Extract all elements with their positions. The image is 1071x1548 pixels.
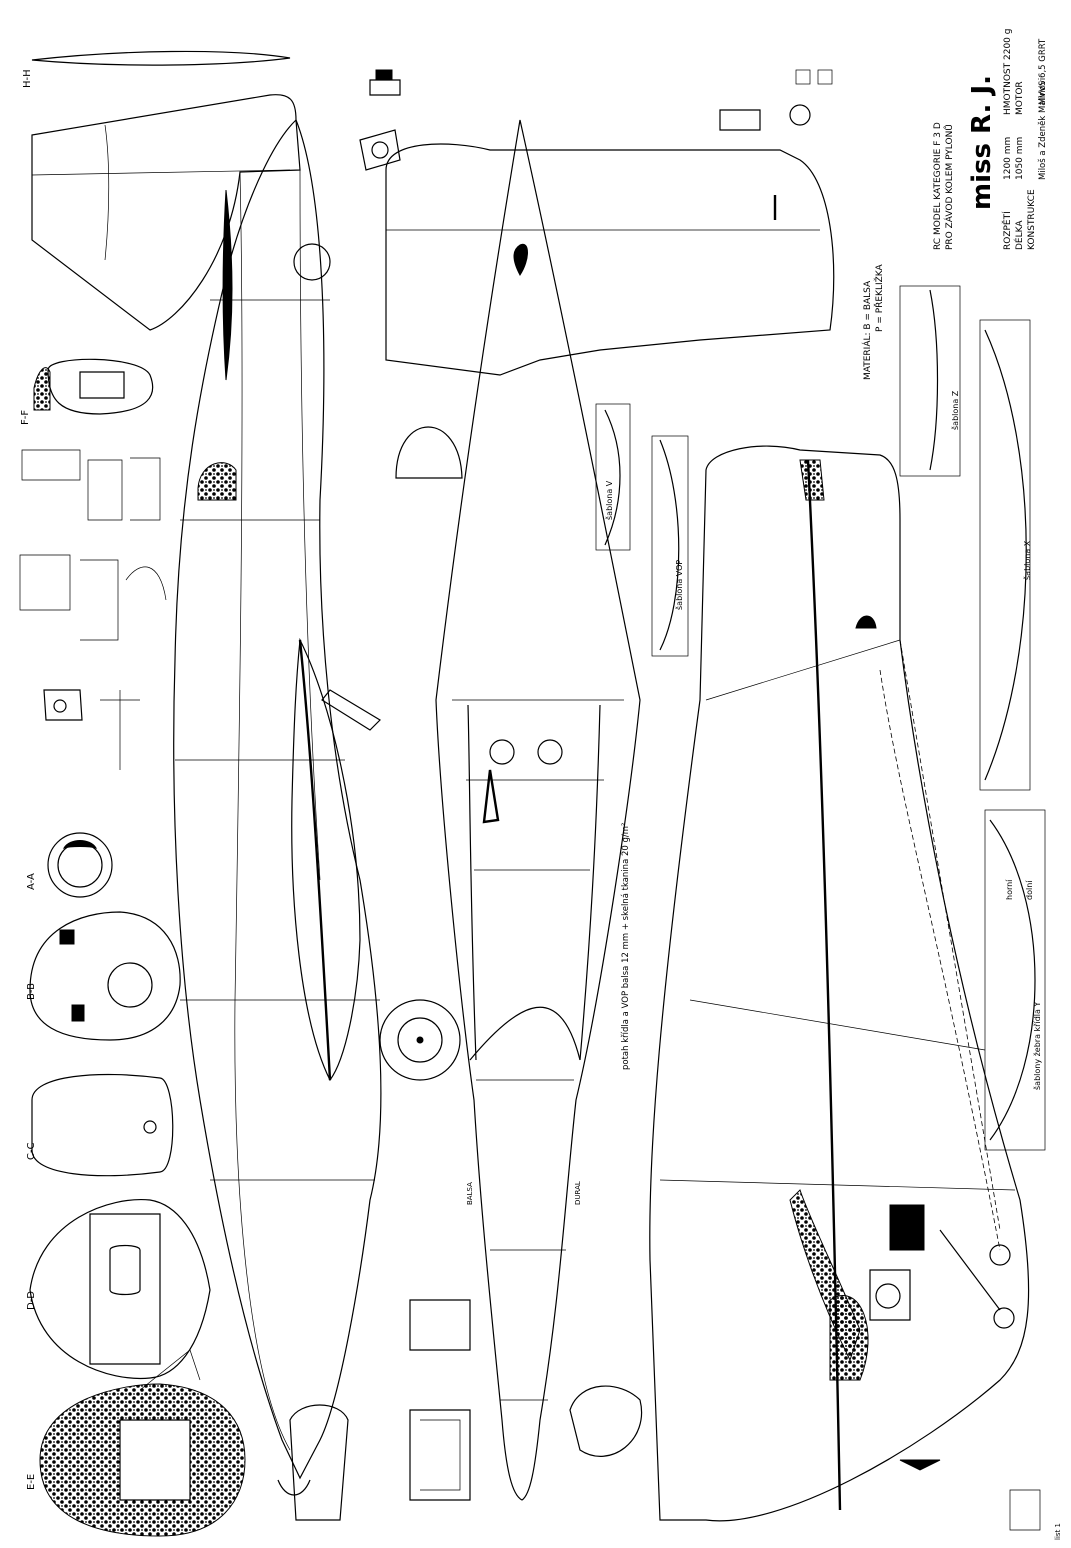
template-label-y: šablony žebra křídla Y [1032, 1002, 1042, 1090]
sections-column [19, 358, 246, 1537]
span-value: 1200 mm [1003, 137, 1013, 180]
template-label-v: šablona V [604, 480, 614, 520]
section-label-hh: H-H [22, 69, 33, 88]
span-label: ROZPĚTÍ [1001, 211, 1013, 250]
skin-note: potah křídla a VOP balsa 12 mm + skelná … [621, 823, 631, 1070]
title-block: miss R. J. [967, 75, 997, 210]
section-label-dd: D-D [26, 1291, 37, 1310]
sheet-number: list 1 [1054, 1523, 1062, 1540]
label-horni: horní [1005, 879, 1014, 900]
section-label-ff: F-F [20, 410, 31, 425]
engine-value: MVVS 6,5 GRRT [1038, 38, 1048, 105]
material-line-2: P = PŘEKLIŽKA [873, 263, 885, 332]
template-label-z: šablona Z [950, 390, 960, 430]
wing-view [649, 445, 1030, 1522]
design-label: KONSTRUKCE [1027, 189, 1037, 250]
label-dural: DURAL [574, 1181, 582, 1205]
mass-value: 2200 g [1003, 29, 1013, 60]
length-value: 1050 mm [1015, 137, 1025, 180]
section-label-ee: E-E [26, 1474, 37, 1490]
templates [395, 285, 1046, 1151]
small-details [289, 69, 1041, 1531]
mass-label: HMOTNOST [1003, 62, 1013, 115]
label-balsa: BALSA [466, 1182, 474, 1205]
length-label: DÉLKA [1013, 220, 1025, 250]
side-view [31, 50, 461, 1496]
section-label-cc: C-C [26, 1142, 37, 1160]
template-label-x: šablona X [1022, 540, 1032, 580]
section-label-aa: A-A [26, 873, 37, 890]
top-view [385, 119, 835, 1501]
template-label-vop: šablona VOP [674, 560, 684, 610]
engine-label: MOTOR [1015, 81, 1025, 115]
model-name: miss R. J. [967, 75, 997, 210]
category-line-2: PRO ZÁVOD KOLEM PYLONŮ [943, 124, 955, 250]
category-line-1: RC MODEL KATEGORIE F 3 D [933, 122, 943, 250]
section-label-bb: B-B [26, 983, 37, 1000]
label-dolni: dolní [1025, 880, 1034, 900]
material-line-1: MATERIÁL: B = BALSA [861, 280, 873, 380]
design-value: Miloš a Zdeněk Malinovi [1037, 78, 1048, 180]
